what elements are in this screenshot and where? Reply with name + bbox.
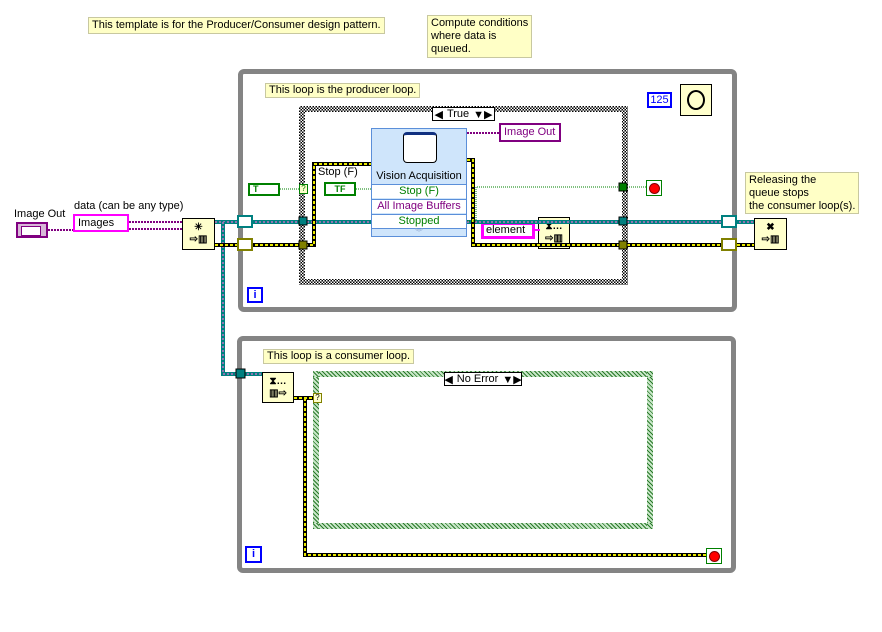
expand-chevron-icon[interactable]: ︾ (372, 228, 466, 237)
comment-template: This template is for the Producer/Consum… (88, 17, 385, 34)
error-wire-stripe (215, 159, 754, 246)
release-queue-function[interactable]: ✖⇨▥ (754, 218, 787, 250)
case-tunnel-queue-in (298, 216, 308, 226)
loop-stop-terminal[interactable] (646, 180, 662, 196)
consumer-while-loop[interactable] (237, 336, 736, 573)
producer-while-loop[interactable] (238, 69, 737, 312)
image-icon (21, 226, 41, 236)
stop-icon (708, 550, 720, 562)
stop-label: Stop (F) (318, 166, 358, 178)
consumer-error-wire (294, 396, 706, 557)
enqueue-icon: ⧗…⇨▥ (545, 221, 563, 244)
obtain-queue-icon: ✳⇨▥ (189, 222, 208, 245)
queue-branch-stripe (222, 222, 262, 375)
stopwatch-icon (687, 90, 705, 110)
comment-release-queue: Releasing the queue stops the consumer l… (745, 172, 860, 214)
wait-ms-constant[interactable]: 125 (647, 92, 672, 108)
true-boolean-constant[interactable]: T (248, 183, 280, 196)
wait-function[interactable] (680, 84, 712, 116)
decrement-arrow-icon[interactable]: ◀ (434, 108, 443, 121)
case-selector-no-error[interactable]: ◀No Error▼▶ (444, 372, 522, 386)
case-selector-true[interactable]: ◀True▼▶ (432, 107, 495, 121)
vision-acquisition-express-vi[interactable]: Vision Acquisition Stop (F) All Image Bu… (371, 128, 467, 237)
case-tunnel-stop-out (618, 182, 628, 192)
decrement-arrow-icon[interactable]: ◀ (444, 373, 453, 386)
queue-shift-tunnel-left (237, 215, 253, 228)
case-tunnel-error-in (298, 240, 308, 250)
dropdown-arrow-icon[interactable]: ▼▶ (473, 108, 493, 121)
comment-consumer-loop: This loop is a consumer loop. (263, 349, 415, 364)
camera-icon (403, 132, 437, 163)
image-wire (48, 221, 182, 231)
queue-shift-tunnel-right (721, 215, 737, 228)
vision-row-stop[interactable]: Stop (F) (372, 184, 466, 198)
consumer-case-selector-terminal[interactable]: ? (313, 393, 322, 403)
stop-icon (648, 182, 660, 194)
stop-boolean-constant[interactable]: TF (324, 182, 356, 196)
consumer-iteration-terminal: i (245, 546, 262, 563)
vision-row-all-image-buffers[interactable]: All Image Buffers (372, 199, 466, 213)
image-out-control-label: Image Out (14, 208, 66, 220)
case-tunnel-error-out (618, 240, 628, 250)
error-shift-tunnel-right (721, 238, 737, 251)
vision-row-stopped[interactable]: Stopped (372, 214, 466, 228)
images-string-constant[interactable]: Images (73, 214, 129, 232)
vision-title: Vision Acquisition (376, 170, 462, 182)
consumer-queue-tunnel (235, 368, 246, 379)
data-type-label: data (can be any type) (74, 200, 184, 212)
dequeue-icon: ⧗…▥⇨ (269, 375, 287, 399)
release-icon: ✖⇨▥ (761, 222, 780, 245)
producer-iteration-terminal: i (247, 287, 263, 303)
error-wire (215, 158, 754, 247)
consumer-case-structure[interactable] (313, 371, 653, 529)
image-out-control[interactable] (16, 222, 48, 238)
stopped-wire (467, 186, 646, 222)
obtain-queue-function[interactable]: ✳⇨▥ (182, 218, 215, 250)
dropdown-arrow-icon[interactable]: ▼▶ (502, 373, 522, 386)
comment-compute-conditions: Compute conditions where data is queued. (427, 15, 533, 58)
image-out-indicator[interactable]: Image Out (499, 123, 561, 142)
consumer-stop-terminal[interactable] (706, 548, 722, 564)
error-shift-tunnel-left (237, 238, 253, 251)
comment-producer-loop: This loop is the producer loop. (265, 83, 421, 98)
case-tunnel-queue-out (618, 216, 628, 226)
consumer-error-wire-stripe (294, 397, 706, 556)
case-selector-terminal[interactable]: ? (299, 184, 308, 194)
dequeue-element-function[interactable]: ⧗…▥⇨ (262, 372, 294, 403)
